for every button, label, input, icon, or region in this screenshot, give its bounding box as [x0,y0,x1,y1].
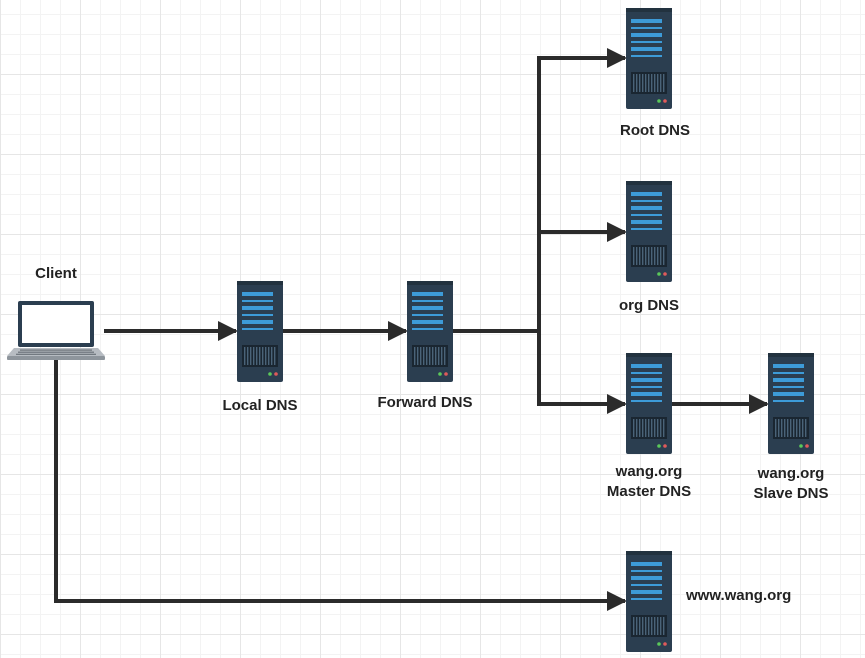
server-icon [237,281,283,382]
master-dns-label-line1: wang.org [615,463,683,480]
local-dns-node[interactable] [237,281,283,387]
slave-dns-label-line1: wang.org [757,465,825,482]
root-dns-label: Root DNS [620,122,690,139]
slave-dns-label: wang.org Slave DNS [731,464,851,504]
master-dns-node[interactable] [626,353,672,459]
server-icon [626,551,672,652]
forward-dns-label: Forward DNS [377,394,473,411]
www-server-label: www.wang.org [686,587,792,604]
client-label: Client [35,265,77,282]
server-icon [768,353,814,454]
master-dns-label-line2: Master DNS [606,483,692,500]
edge-forward-dns-to-master-dns [452,329,627,414]
edge-forward-dns-to-org-dns [537,222,627,331]
server-icon [626,8,672,109]
edge-forward-dns-to-root-dns [537,48,627,232]
org-dns-node[interactable] [626,181,672,287]
laptop-icon [7,301,105,360]
master-dns-label: wang.org Master DNS [589,462,709,502]
slave-dns-label-line2: Slave DNS [753,485,829,502]
client-node[interactable] [6,300,106,362]
edge-client-to-www-server [54,360,627,611]
org-dns-label: org DNS [619,297,679,314]
server-icon [626,181,672,282]
slave-dns-node[interactable] [768,353,814,459]
forward-dns-node[interactable] [407,281,453,387]
server-icon [626,353,672,454]
server-icon [407,281,453,382]
www-server-node[interactable] [626,551,672,657]
root-dns-node[interactable] [626,8,672,114]
local-dns-label: Local DNS [222,397,298,414]
